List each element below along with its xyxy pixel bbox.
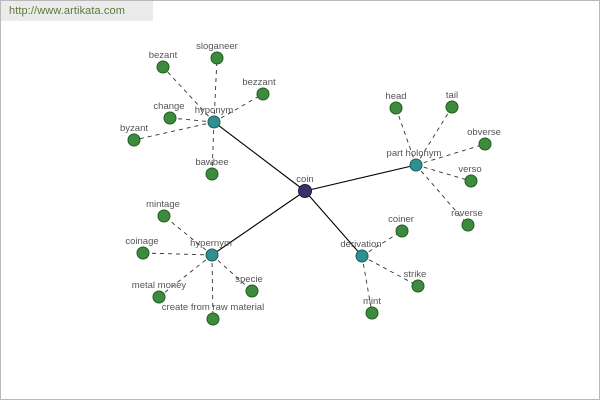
- graph-node-label-derivation: derivation: [340, 239, 381, 250]
- graph-edge: [213, 121, 306, 192]
- edge-layer: [133, 57, 486, 320]
- graph-node-label-change: change: [153, 101, 184, 112]
- graph-node-label-reverse: reverse: [451, 208, 483, 219]
- graph-node-label-head: head: [385, 91, 406, 102]
- graph-node-label-coiner: coiner: [388, 214, 414, 225]
- graph-node-label-strike: strike: [404, 269, 427, 280]
- graph-node-hypernym[interactable]: [205, 248, 219, 262]
- graph-edge: [142, 252, 213, 256]
- graph-edge: [304, 190, 363, 257]
- graph-node-strike[interactable]: [411, 279, 425, 293]
- url-bar: http://www.artikata.com: [1, 1, 153, 21]
- graph-edge: [133, 121, 215, 141]
- graph-node-part_holonym[interactable]: [409, 158, 423, 172]
- label-layer: coin hyponym part holonym hypernym derivatio…: [120, 41, 501, 313]
- graph-edge: [361, 255, 373, 314]
- graph-node-tail[interactable]: [445, 100, 459, 114]
- graph-edge: [211, 254, 253, 292]
- graph-node-label-bezzant: bezzant: [242, 77, 276, 88]
- graph-node-label-specie: specie: [235, 274, 262, 285]
- graph-node-bezant[interactable]: [156, 60, 170, 74]
- graph-node-label-mint: mint: [363, 296, 381, 307]
- graph-node-label-obverse: obverse: [467, 127, 501, 138]
- graph-edge: [415, 164, 469, 226]
- graph-edge: [211, 121, 215, 175]
- graph-edge: [213, 93, 264, 123]
- graph-edge: [304, 164, 417, 192]
- graph-node-coinage[interactable]: [136, 246, 150, 260]
- graph-node-mint[interactable]: [365, 306, 379, 320]
- graph-node-coiner[interactable]: [395, 224, 409, 238]
- graph-node-obverse[interactable]: [478, 137, 492, 151]
- graph-edge: [158, 254, 213, 298]
- graph-node-label-sloganeer: sloganeer: [196, 41, 238, 52]
- graph-edge: [169, 117, 215, 123]
- graph-node-reverse[interactable]: [461, 218, 475, 232]
- graph-node-sloganeer[interactable]: [210, 51, 224, 65]
- graph-edge: [415, 106, 453, 166]
- graph-node-label-verso: verso: [458, 164, 481, 175]
- graph-edge: [211, 190, 306, 256]
- graph-node-verso[interactable]: [464, 174, 478, 188]
- graph-edge: [211, 254, 214, 320]
- graph-edge: [213, 57, 218, 123]
- graph-node-label-hyponym: hyponym: [195, 105, 234, 116]
- graph-node-hyponym[interactable]: [207, 115, 221, 129]
- graph-node-label-coin: coin: [296, 174, 313, 185]
- graph-edge: [163, 215, 213, 256]
- graph-node-label-create_from_raw_material: create from raw material: [162, 302, 264, 313]
- graph-node-bezzant[interactable]: [256, 87, 270, 101]
- graph-node-derivation[interactable]: [355, 249, 369, 263]
- node-layer: [127, 51, 492, 326]
- graph-node-head[interactable]: [389, 101, 403, 115]
- graph-edge: [361, 255, 419, 287]
- graph-edge: [395, 107, 417, 166]
- graph-node-mintage[interactable]: [157, 209, 171, 223]
- graph-node-change[interactable]: [163, 111, 177, 125]
- graph-node-byzant[interactable]: [127, 133, 141, 147]
- graph-node-coin[interactable]: [298, 184, 312, 198]
- graph-node-label-coinage: coinage: [125, 236, 158, 247]
- graph-node-label-bezant: bezant: [149, 50, 178, 61]
- graph-node-bawbee[interactable]: [205, 167, 219, 181]
- graph-node-metal_money[interactable]: [152, 290, 166, 304]
- graph-node-create_from_raw_material[interactable]: [206, 312, 220, 326]
- graph-node-label-bawbee: bawbee: [195, 157, 228, 168]
- graph-node-label-tail: tail: [446, 90, 458, 101]
- graph-node-label-hypernym: hypernym: [190, 238, 232, 249]
- graph-node-label-metal_money: metal money: [132, 280, 187, 291]
- graph-edge: [415, 164, 472, 182]
- graph-node-specie[interactable]: [245, 284, 259, 298]
- graph-node-label-byzant: byzant: [120, 123, 148, 134]
- graph-node-label-part_holonym: part holonym: [387, 148, 442, 159]
- graph-node-label-mintage: mintage: [146, 199, 180, 210]
- url-text: http://www.artikata.com: [9, 5, 126, 17]
